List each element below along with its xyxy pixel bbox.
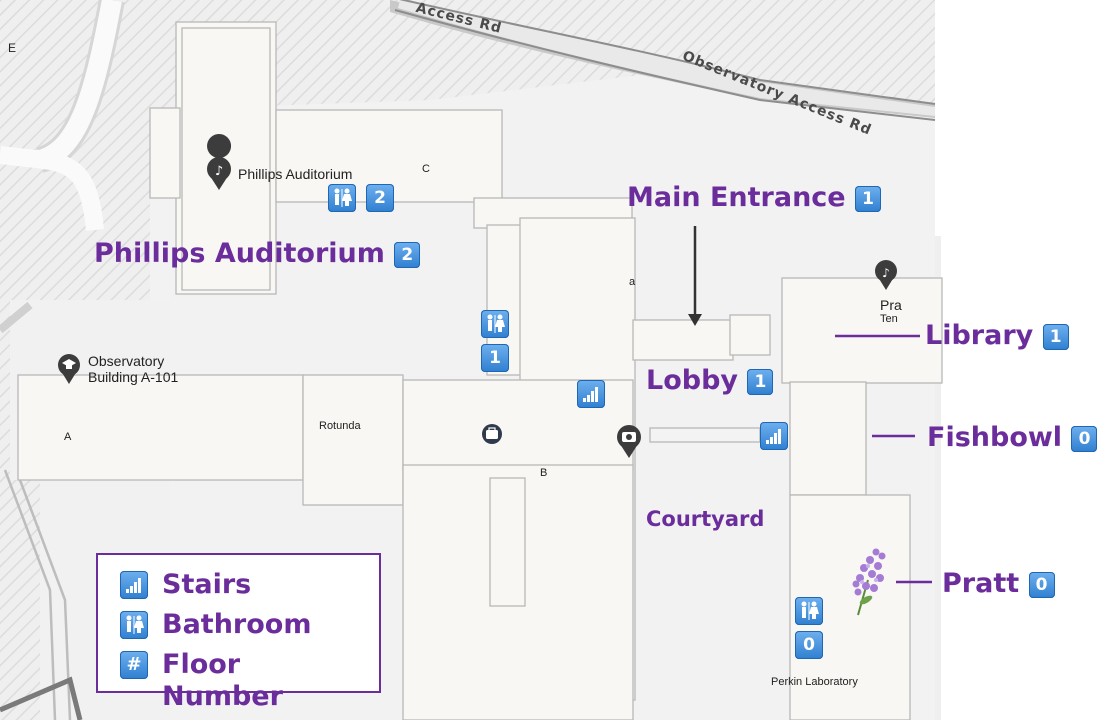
observatory-road-edge2 [394, 9, 936, 121]
callout-library-floor: 1 [1042, 323, 1069, 350]
road-loop [0, 146, 104, 231]
poi-pratt-line1[interactable]: Pra [880, 297, 902, 313]
floor-badge-center: 1 [481, 344, 509, 372]
stairs-icon [120, 571, 148, 599]
restroom-icon [481, 310, 509, 338]
building-label-b: B [540, 467, 548, 479]
library-building [781, 277, 943, 384]
poi-pratt-line2[interactable]: Ten [880, 313, 898, 325]
callout-fishbowl-label: Fishbowl [927, 422, 1063, 453]
callout-phillips-auditorium: Phillips Auditorium 2 [94, 238, 421, 270]
edge-text: E [8, 41, 17, 55]
buildings [17, 21, 943, 720]
poi-phillips-auditorium[interactable]: Phillips Auditorium [238, 166, 353, 182]
music-pin-icon: ♪ [875, 260, 897, 290]
map-legend: Stairs Bathroom # Floor Number [96, 553, 381, 712]
legend-stairs-label: Stairs [162, 569, 252, 600]
building-label-a-lower: a [629, 276, 636, 288]
restroom-icon [120, 611, 148, 639]
callout-library: Library 1 [925, 320, 1069, 352]
graduation-cap-pin-icon [58, 354, 80, 384]
camera-pin-icon [617, 425, 641, 458]
hash-icon: # [120, 651, 148, 679]
legend-hash: # [126, 654, 142, 675]
stairs-icon [760, 422, 788, 450]
music-pin-icon: ♪ [207, 134, 232, 190]
lilac-flower-icon [852, 548, 886, 616]
callout-main-entrance-label: Main Entrance [627, 182, 846, 213]
callout-main-entrance: Main Entrance 1 [627, 182, 882, 214]
building-label-a: A [64, 431, 72, 443]
road-left-descend [0, 301, 33, 334]
floor-badge-perkin: 0 [795, 631, 823, 659]
floor-badge-c: 2 [366, 184, 394, 212]
callout-phillips-floor: 2 [394, 241, 421, 268]
callout-lobby-label: Lobby [646, 365, 739, 396]
restroom-icon [795, 597, 823, 625]
callout-pratt-floor: 0 [1028, 571, 1055, 598]
rotunda-building [302, 374, 404, 506]
poi-perkin-laboratory[interactable]: Perkin Laboratory [771, 676, 858, 688]
phillips-auditorium-building [175, 21, 277, 295]
callout-main-entrance-floor: 1 [855, 185, 882, 212]
callout-pratt: Pratt 0 [942, 568, 1055, 600]
svg-text:♪: ♪ [882, 266, 890, 280]
left-road-bottom [0, 676, 83, 720]
callout-courtyard: Courtyard [646, 507, 765, 531]
callout-library-label: Library [925, 320, 1034, 351]
poi-observatory-line1[interactable]: Observatory [88, 353, 165, 369]
legend-bathroom-label: Bathroom [162, 609, 312, 640]
callout-pratt-label: Pratt [942, 568, 1020, 599]
callout-phillips-label: Phillips Auditorium [94, 238, 385, 269]
callout-lobby-floor: 1 [747, 368, 774, 395]
svg-text:♪: ♪ [215, 164, 223, 179]
building-a [17, 374, 304, 481]
restroom-icon [328, 184, 356, 212]
map-ground-right [935, 236, 941, 720]
callout-fishbowl-floor: 0 [1071, 425, 1098, 452]
observatory-road-edge [399, 0, 936, 105]
building-label-rotunda: Rotunda [319, 420, 361, 432]
arrow-down-icon [688, 226, 702, 326]
legend-floor-number-label: Floor Number [162, 649, 283, 712]
callout-fishbowl: Fishbowl 0 [927, 422, 1098, 454]
stairs-icon [577, 380, 605, 408]
building-label-c: C [422, 163, 430, 175]
poi-observatory-line2[interactable]: Building A-101 [88, 369, 179, 385]
callout-lobby: Lobby 1 [646, 365, 774, 397]
briefcase-icon [482, 424, 502, 444]
side-path-2 [3, 469, 57, 720]
